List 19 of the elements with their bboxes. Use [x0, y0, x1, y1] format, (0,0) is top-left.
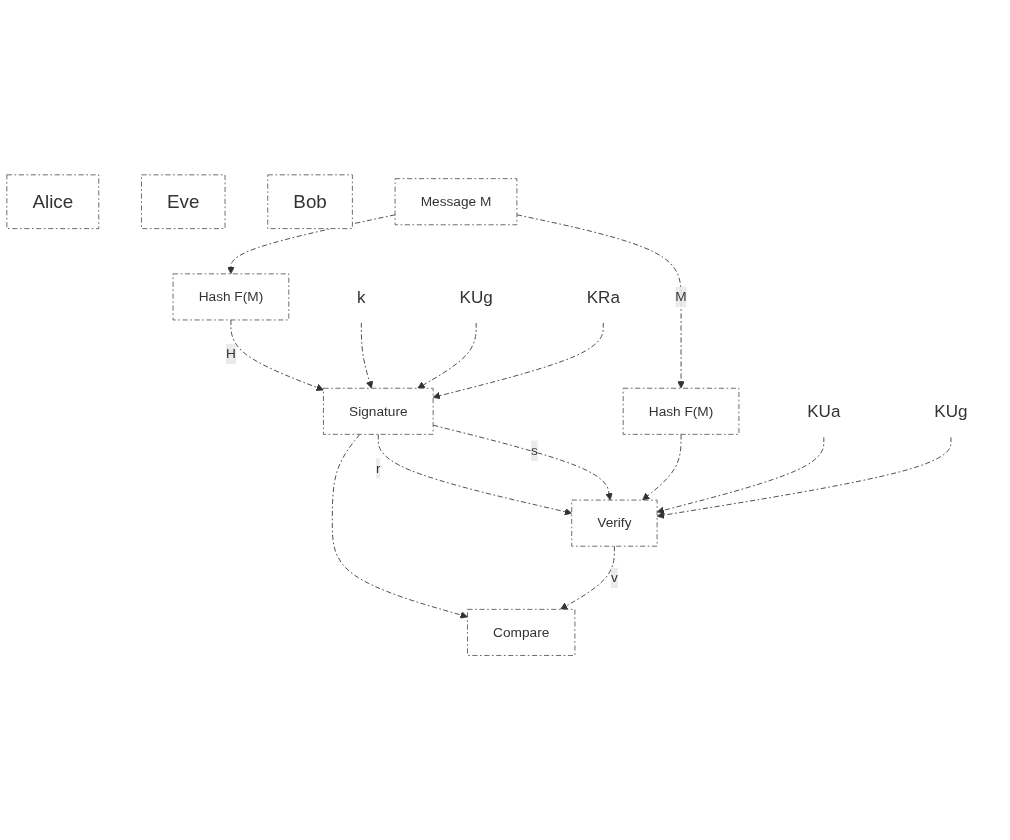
- edge-label: v: [610, 569, 618, 585]
- edge-label: M: [675, 289, 687, 304]
- node-box: Alice: [6, 174, 100, 229]
- node-box: Eve: [141, 174, 226, 229]
- node-text: KUg: [934, 401, 968, 421]
- node-text: KUg: [459, 287, 493, 307]
- node-text: KRa: [586, 287, 620, 307]
- node-text: KUa: [807, 401, 841, 421]
- node-text: k: [357, 287, 366, 307]
- node-box: Message M: [394, 178, 518, 226]
- node-box: Hash F(M): [172, 273, 290, 321]
- node-box: Verify: [571, 499, 658, 547]
- node-box: Signature: [323, 387, 434, 435]
- node-box: Hash F(M): [622, 387, 740, 435]
- edge-label: s: [530, 442, 538, 458]
- edge-label: r: [376, 460, 381, 476]
- node-box: Bob: [267, 174, 353, 229]
- edge-label: H: [225, 346, 236, 361]
- node-box: Compare: [467, 608, 576, 656]
